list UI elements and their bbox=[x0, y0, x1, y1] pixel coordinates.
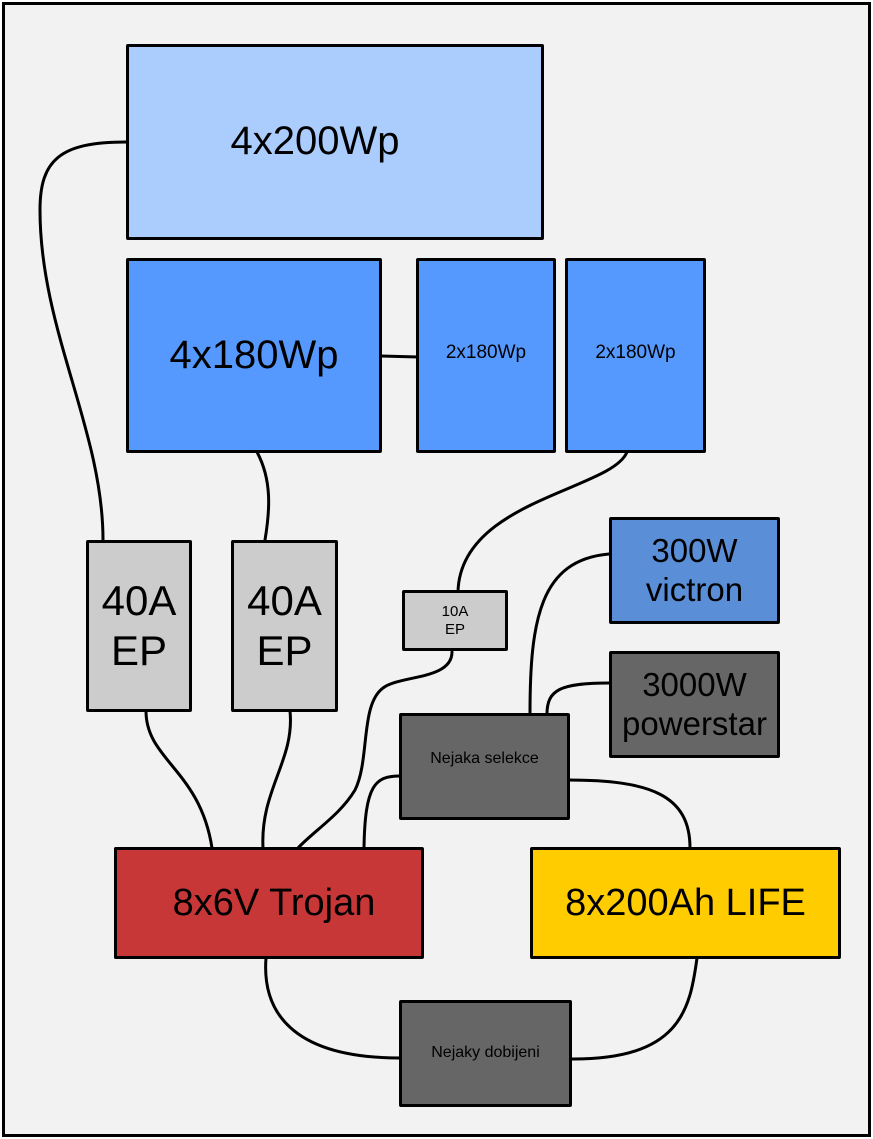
solar-panel-4x200wp[interactable]: 4x200Wp bbox=[126, 44, 544, 240]
battery-8x200ah-life-label: 8x200Ah LIFE bbox=[565, 881, 806, 924]
solar-panel-2x180wp-b[interactable]: 2x180Wp bbox=[565, 258, 706, 453]
charge-controller-40a-ep-b-label: 40A EP bbox=[247, 577, 322, 674]
solar-panel-4x180wp-label: 4x180Wp bbox=[169, 332, 339, 377]
battery-8x6v-trojan-label: 8x6V Trojan bbox=[172, 881, 376, 924]
charge-controller-40a-ep-b[interactable]: 40A EP bbox=[231, 540, 338, 712]
solar-panel-2x180wp-a[interactable]: 2x180Wp bbox=[416, 258, 556, 453]
charge-controller-40a-ep-a-label: 40A EP bbox=[101, 577, 177, 674]
charger-nejaky-dobijeni[interactable]: Nejaky dobijeni bbox=[399, 1000, 572, 1107]
charge-controller-40a-ep-a[interactable]: 40A EP bbox=[86, 540, 192, 712]
inverter-300w-victron[interactable]: 300W victron bbox=[609, 517, 780, 624]
battery-8x6v-trojan[interactable]: 8x6V Trojan bbox=[114, 847, 424, 959]
selector-nejaka-selekce-label: Nejaka selekce bbox=[430, 750, 539, 768]
solar-panel-4x180wp[interactable]: 4x180Wp bbox=[126, 258, 382, 453]
selector-nejaka-selekce[interactable]: Nejaka selekce bbox=[399, 713, 570, 820]
battery-8x200ah-life[interactable]: 8x200Ah LIFE bbox=[530, 847, 841, 959]
charger-nejaky-dobijeni-label: Nejaky dobijeni bbox=[431, 1044, 540, 1062]
charge-controller-10a-ep[interactable]: 10A EP bbox=[402, 590, 508, 651]
charge-controller-10a-ep-label: 10A EP bbox=[441, 602, 469, 638]
inverter-3000w-powerstar-label: 3000W powerstar bbox=[622, 665, 767, 742]
inverter-3000w-powerstar[interactable]: 3000W powerstar bbox=[609, 651, 780, 758]
inverter-300w-victron-label: 300W victron bbox=[645, 531, 744, 608]
solar-panel-4x200wp-label: 4x200Wp bbox=[230, 119, 400, 164]
solar-panel-2x180wp-b-label: 2x180Wp bbox=[595, 341, 676, 363]
solar-panel-2x180wp-a-label: 2x180Wp bbox=[445, 341, 527, 363]
